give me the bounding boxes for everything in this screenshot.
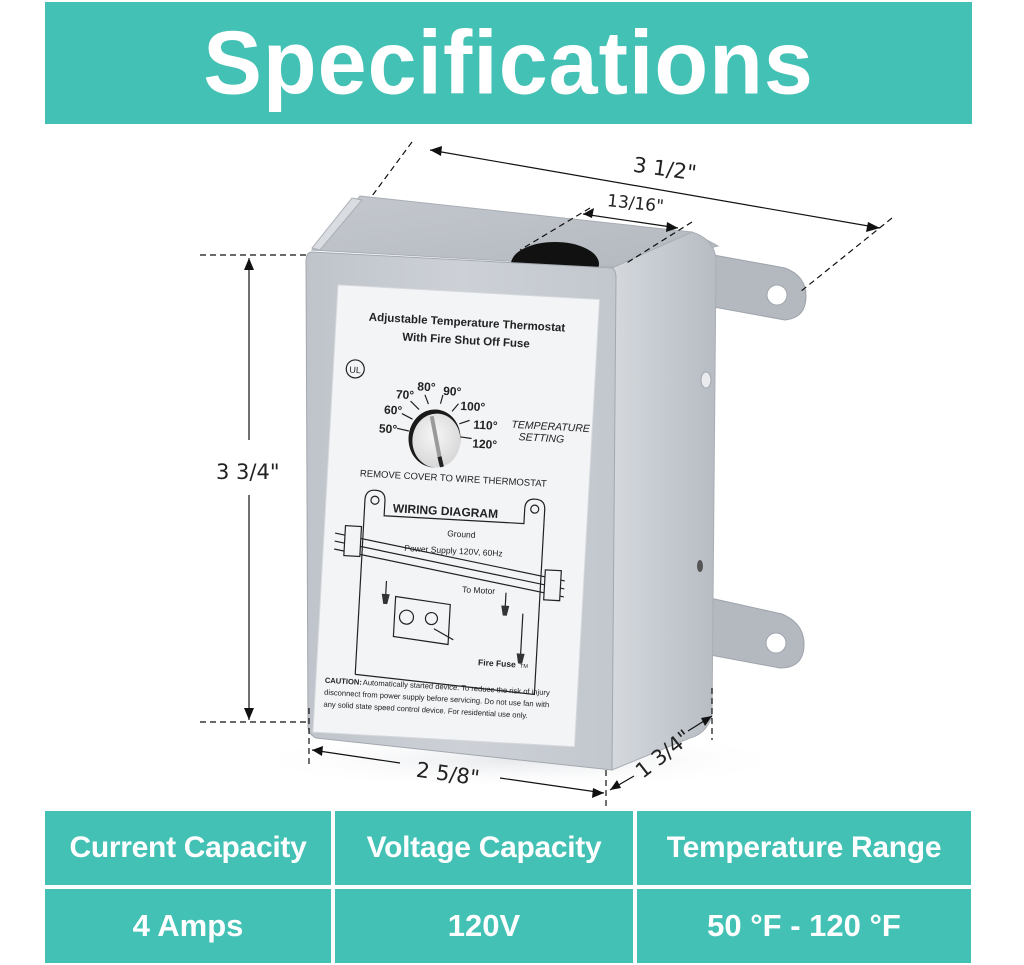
dimension-arrowheads bbox=[244, 146, 880, 798]
mounting-tab-bottom bbox=[709, 597, 805, 669]
svg-text:Fire Fuse: Fire Fuse bbox=[478, 657, 517, 669]
svg-text:110°: 110° bbox=[473, 418, 498, 433]
svg-text:UL: UL bbox=[349, 365, 361, 376]
spec-header-current-capacity: Current Capacity bbox=[45, 811, 331, 885]
wiring-diagram bbox=[334, 489, 565, 696]
svg-text:50°: 50° bbox=[379, 421, 398, 436]
temperature-dial bbox=[396, 394, 472, 468]
product-illustration: Adjustable Temperature Thermostat With F… bbox=[0, 124, 1024, 808]
dimension-lines bbox=[200, 141, 893, 808]
svg-text:Ground: Ground bbox=[447, 528, 476, 540]
page-title: Specifications bbox=[203, 12, 814, 113]
mounting-tab-top bbox=[707, 253, 807, 321]
spec-header-temperature-range: Temperature Range bbox=[637, 811, 971, 885]
spec-value-voltage-capacity: 120V bbox=[335, 889, 633, 963]
header-banner: Specifications bbox=[45, 2, 972, 124]
svg-text:SETTING: SETTING bbox=[518, 431, 564, 446]
wiring-diagram-title: WIRING DIAGRAM bbox=[392, 501, 498, 521]
spec-table: Current Capacity Voltage Capacity Temper… bbox=[45, 811, 971, 963]
svg-text:90°: 90° bbox=[443, 384, 462, 399]
svg-text:60°: 60° bbox=[384, 403, 403, 418]
thermostat-box-drawing: Adjustable Temperature Thermostat With F… bbox=[200, 141, 893, 808]
svg-text:100°: 100° bbox=[460, 399, 486, 414]
svg-text:TEMPERATURE: TEMPERATURE bbox=[511, 419, 591, 435]
svg-text:120°: 120° bbox=[472, 437, 498, 452]
svg-text:70°: 70° bbox=[396, 387, 415, 402]
svg-text:To Motor: To Motor bbox=[462, 584, 496, 596]
device-label: Adjustable Temperature Thermostat With F… bbox=[312, 284, 601, 748]
svg-text:TM: TM bbox=[520, 664, 529, 670]
spec-header-voltage-capacity: Voltage Capacity bbox=[335, 811, 633, 885]
ul-mark-icon: UL bbox=[345, 359, 365, 379]
dimension-height-label: 3 3/4" bbox=[216, 460, 280, 484]
svg-text:80°: 80° bbox=[417, 379, 436, 394]
caution-heading: CAUTION: bbox=[325, 676, 363, 687]
spec-value-current-capacity: 4 Amps bbox=[45, 889, 331, 963]
spec-value-temperature-range: 50 °F - 120 °F bbox=[637, 889, 971, 963]
